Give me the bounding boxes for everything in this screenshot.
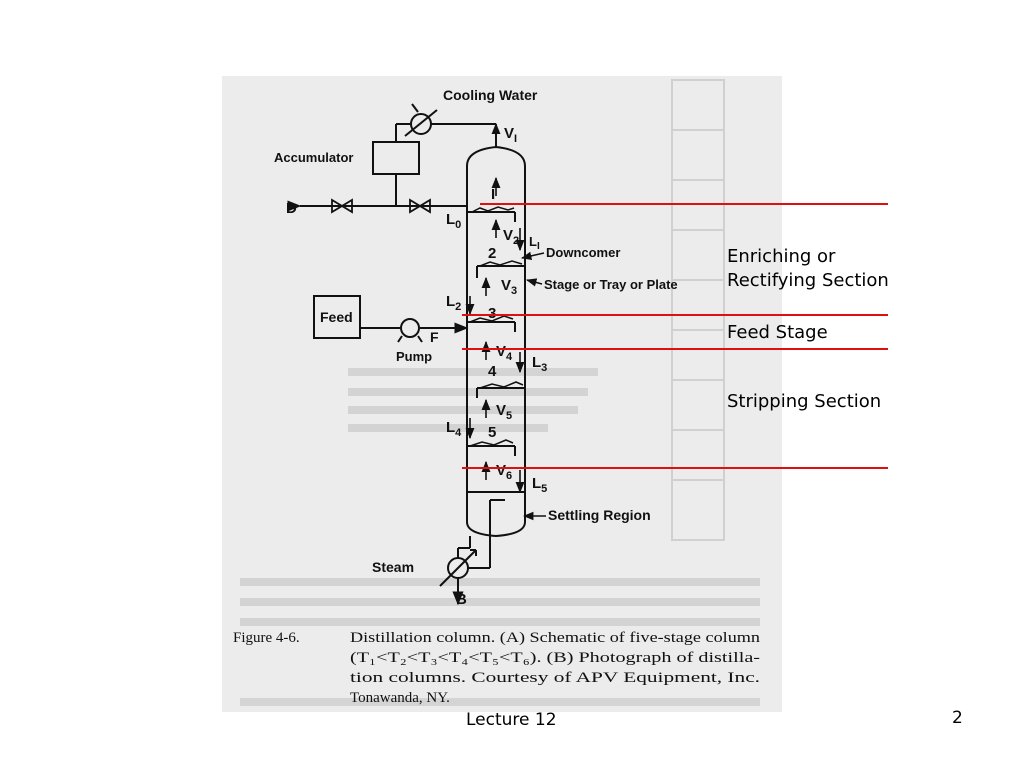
trays xyxy=(467,206,525,493)
stage-pointer xyxy=(525,278,543,287)
pump-label: Pump xyxy=(396,349,432,364)
feed-label: Feed xyxy=(320,309,353,325)
bleed-through-column xyxy=(671,79,725,541)
l4-label: L4 xyxy=(446,419,462,439)
l3-label: L3 xyxy=(532,354,547,374)
condenser-icon xyxy=(404,103,438,137)
rectifying-section-annotation: Enriching or Rectifying Section xyxy=(727,245,889,293)
pump-icon xyxy=(397,318,423,343)
feed-tank xyxy=(313,295,361,339)
stage-1-label: I xyxy=(491,186,495,203)
feed-stage-annotation: Feed Stage xyxy=(727,322,828,343)
rectifying-line-2: Rectifying Section xyxy=(727,270,889,291)
overhead-piping xyxy=(287,123,497,212)
v4-label: V4 xyxy=(496,343,513,363)
l5-label: L5 xyxy=(532,475,547,495)
caption-line-1: Distillation column. (A) Schematic of fi… xyxy=(350,630,761,646)
lecture-footer: Lecture 12 xyxy=(466,710,557,730)
settling-region-label: Settling Region xyxy=(548,507,651,523)
flow-arrows xyxy=(465,122,525,494)
rectifying-line-1: Enriching or xyxy=(727,246,836,267)
v6-label: V6 xyxy=(496,462,512,482)
stripping-section-annotation: Stripping Section xyxy=(727,391,882,412)
accumulator-label: Accumulator xyxy=(274,150,353,165)
section-divider-lines xyxy=(462,203,888,469)
stage-3-label: 3 xyxy=(488,305,496,322)
cooling-water-label: Cooling Water xyxy=(443,87,538,103)
bottoms-label: B xyxy=(456,591,467,608)
caption-line-2: (T₁<T₂<T₃<T₄<T₅<T₆). (B) Photograph of d… xyxy=(350,650,760,666)
stage-4-label: 4 xyxy=(488,363,497,380)
stage-tray-plate-label: Stage or Tray or Plate xyxy=(544,277,678,292)
accumulator-drum xyxy=(372,141,420,175)
caption-line-4: Tonawanda, NY. xyxy=(350,690,450,706)
stage-2-label: 2 xyxy=(488,245,496,262)
caption-line-3: tion columns. Courtesy of APV Equipment,… xyxy=(350,670,760,686)
downcomer-pointer xyxy=(520,251,545,261)
reboiler-icon xyxy=(439,549,477,587)
page-number: 2 xyxy=(952,708,963,728)
v2-label: V2 xyxy=(503,227,519,247)
l1-label: LI xyxy=(529,234,540,252)
l2-label: L2 xyxy=(446,293,461,313)
figure-number: Figure 4-6. xyxy=(233,630,300,646)
downcomer-label: Downcomer xyxy=(546,245,620,260)
valve-icon xyxy=(331,198,431,214)
scan-background xyxy=(222,76,782,712)
distillate-label: D xyxy=(286,200,297,217)
column-shell xyxy=(466,145,526,538)
v5-label: V5 xyxy=(496,402,512,422)
l0-label: L0 xyxy=(446,211,461,231)
v3-label: V3 xyxy=(501,277,517,297)
steam-label: Steam xyxy=(372,559,414,575)
stage-5-label: 5 xyxy=(488,424,496,441)
v1-label: VI xyxy=(504,125,517,145)
feed-f-label: F xyxy=(430,329,439,345)
